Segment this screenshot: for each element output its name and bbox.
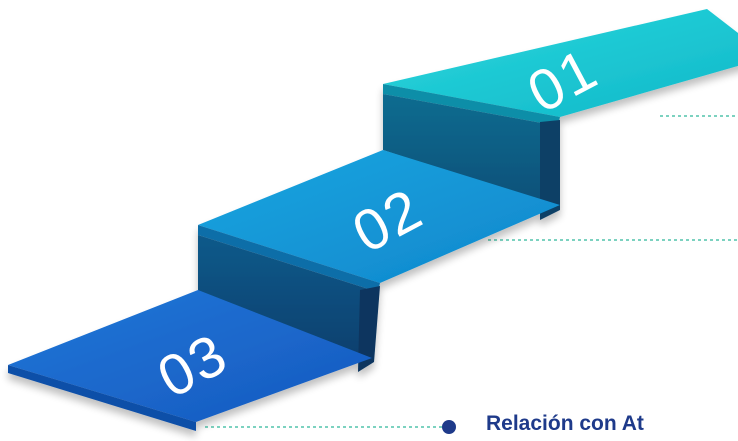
stairs-group xyxy=(8,9,738,431)
riser-02-03-side xyxy=(358,286,380,372)
step-02-edge xyxy=(198,225,380,292)
step-01-edge xyxy=(383,84,560,126)
step-02-top xyxy=(198,150,560,283)
bullet-dot xyxy=(442,420,456,434)
riser-02-03 xyxy=(198,235,378,360)
riser-01-02-side xyxy=(540,120,560,220)
step-03-edge xyxy=(8,365,196,431)
step-01-top xyxy=(383,9,738,117)
step-03-top xyxy=(8,290,372,422)
step-03-label: Relación con At xyxy=(486,412,644,435)
riser-01-02 xyxy=(383,94,559,208)
